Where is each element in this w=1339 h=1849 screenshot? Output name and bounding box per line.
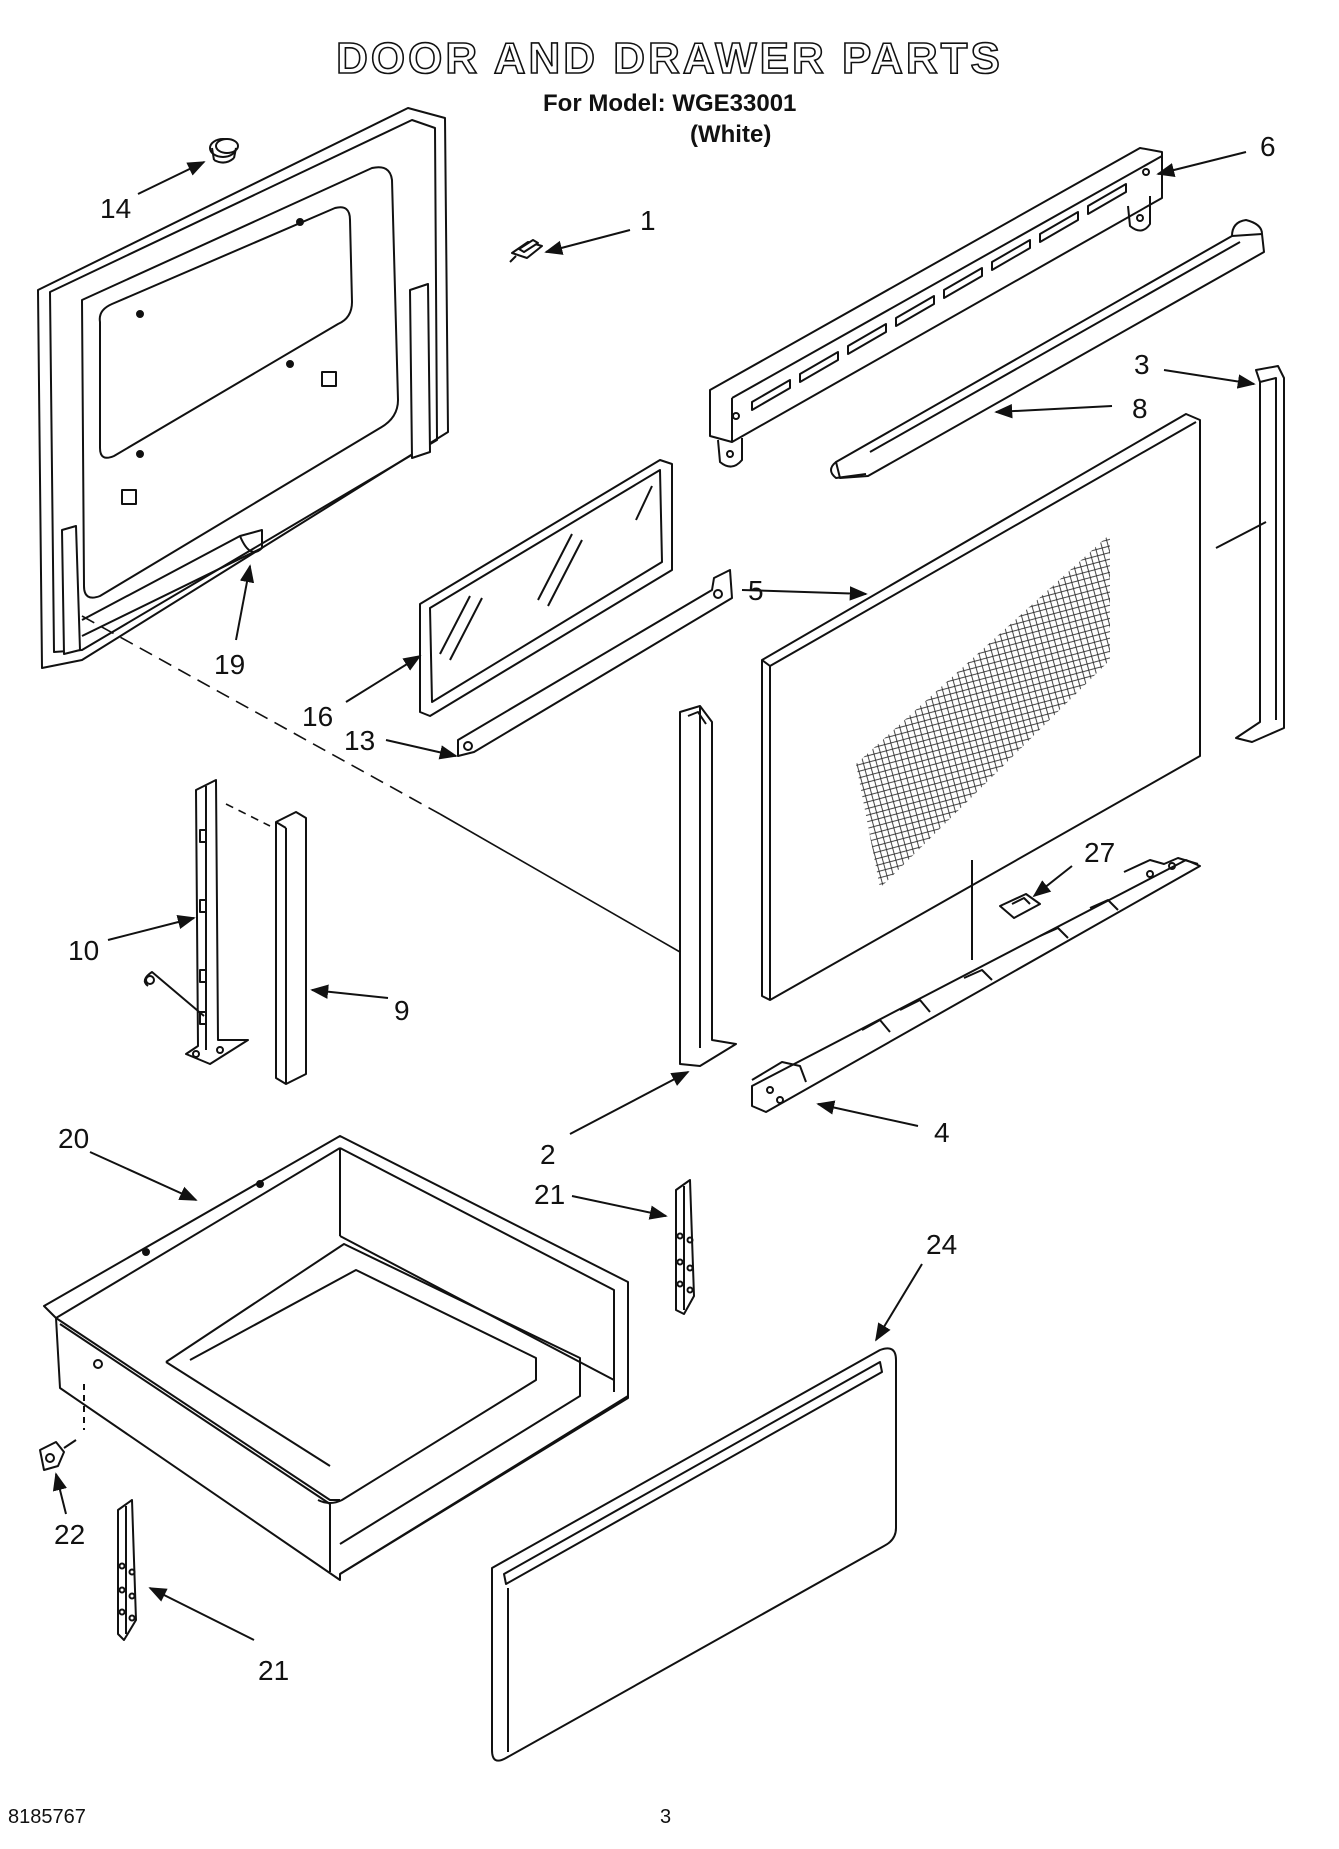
door-handle-part-8 <box>830 219 1265 479</box>
callout-24: 24 <box>926 1229 957 1260</box>
leader-arrows <box>52 151 1256 1641</box>
outer-door-panel-part-5 <box>761 413 1201 1001</box>
callout-13: 13 <box>344 725 375 756</box>
callout-10: 10 <box>68 935 99 966</box>
drawer-bracket-upper-part-21 <box>675 1179 695 1315</box>
callout-9: 9 <box>394 995 410 1026</box>
reference-lines <box>81 615 681 953</box>
callout-19: 19 <box>214 649 245 680</box>
drawer-screw-part-22 <box>39 1439 77 1471</box>
hinge-clip-part-27 <box>999 893 1041 919</box>
callout-6: 6 <box>1260 131 1276 162</box>
drawer-body-part-20 <box>43 1135 629 1581</box>
callout-labels: 1 2 3 4 5 6 8 9 10 13 14 16 19 20 21 21 … <box>54 131 1276 1686</box>
callout-5: 5 <box>748 575 764 606</box>
page-number: 3 <box>660 1806 672 1828</box>
callout-1: 1 <box>640 205 656 236</box>
door-glass-part-16 <box>419 459 673 717</box>
inner-door-panel-part-19 <box>37 107 449 669</box>
door-clip-part-1 <box>509 239 543 263</box>
drawer-bracket-lower-part-21 <box>117 1499 137 1641</box>
callout-20: 20 <box>58 1123 89 1154</box>
callout-27: 27 <box>1084 837 1115 868</box>
side-trim-right-part-3 <box>1215 365 1285 743</box>
callout-4: 4 <box>934 1117 950 1148</box>
callout-21-lower: 21 <box>258 1655 289 1686</box>
page-title: DOOR AND DRAWER PARTS <box>335 33 1003 84</box>
glass-retainer-part-13 <box>457 569 733 757</box>
callout-16: 16 <box>302 701 333 732</box>
model-line: For Model: WGE33001 <box>543 90 797 117</box>
callout-8: 8 <box>1132 393 1148 424</box>
callout-2: 2 <box>540 1139 556 1170</box>
callout-14: 14 <box>100 193 131 224</box>
drawer-front-panel-part-24 <box>491 1347 897 1762</box>
side-strip-part-9 <box>275 811 307 1085</box>
callout-21-upper: 21 <box>534 1179 565 1210</box>
document-number: 8185767 <box>8 1806 86 1828</box>
door-plug-part-14 <box>209 138 239 164</box>
callout-22: 22 <box>54 1519 85 1550</box>
callout-3: 3 <box>1134 349 1150 380</box>
side-trim-center-part-2 <box>679 705 737 1067</box>
vent-trim-part-6 <box>709 147 1163 468</box>
model-variant: (White) <box>690 121 772 148</box>
lower-hinge-channel-part-4 <box>751 857 1201 1113</box>
hinge-bracket-part-10 <box>143 779 249 1065</box>
